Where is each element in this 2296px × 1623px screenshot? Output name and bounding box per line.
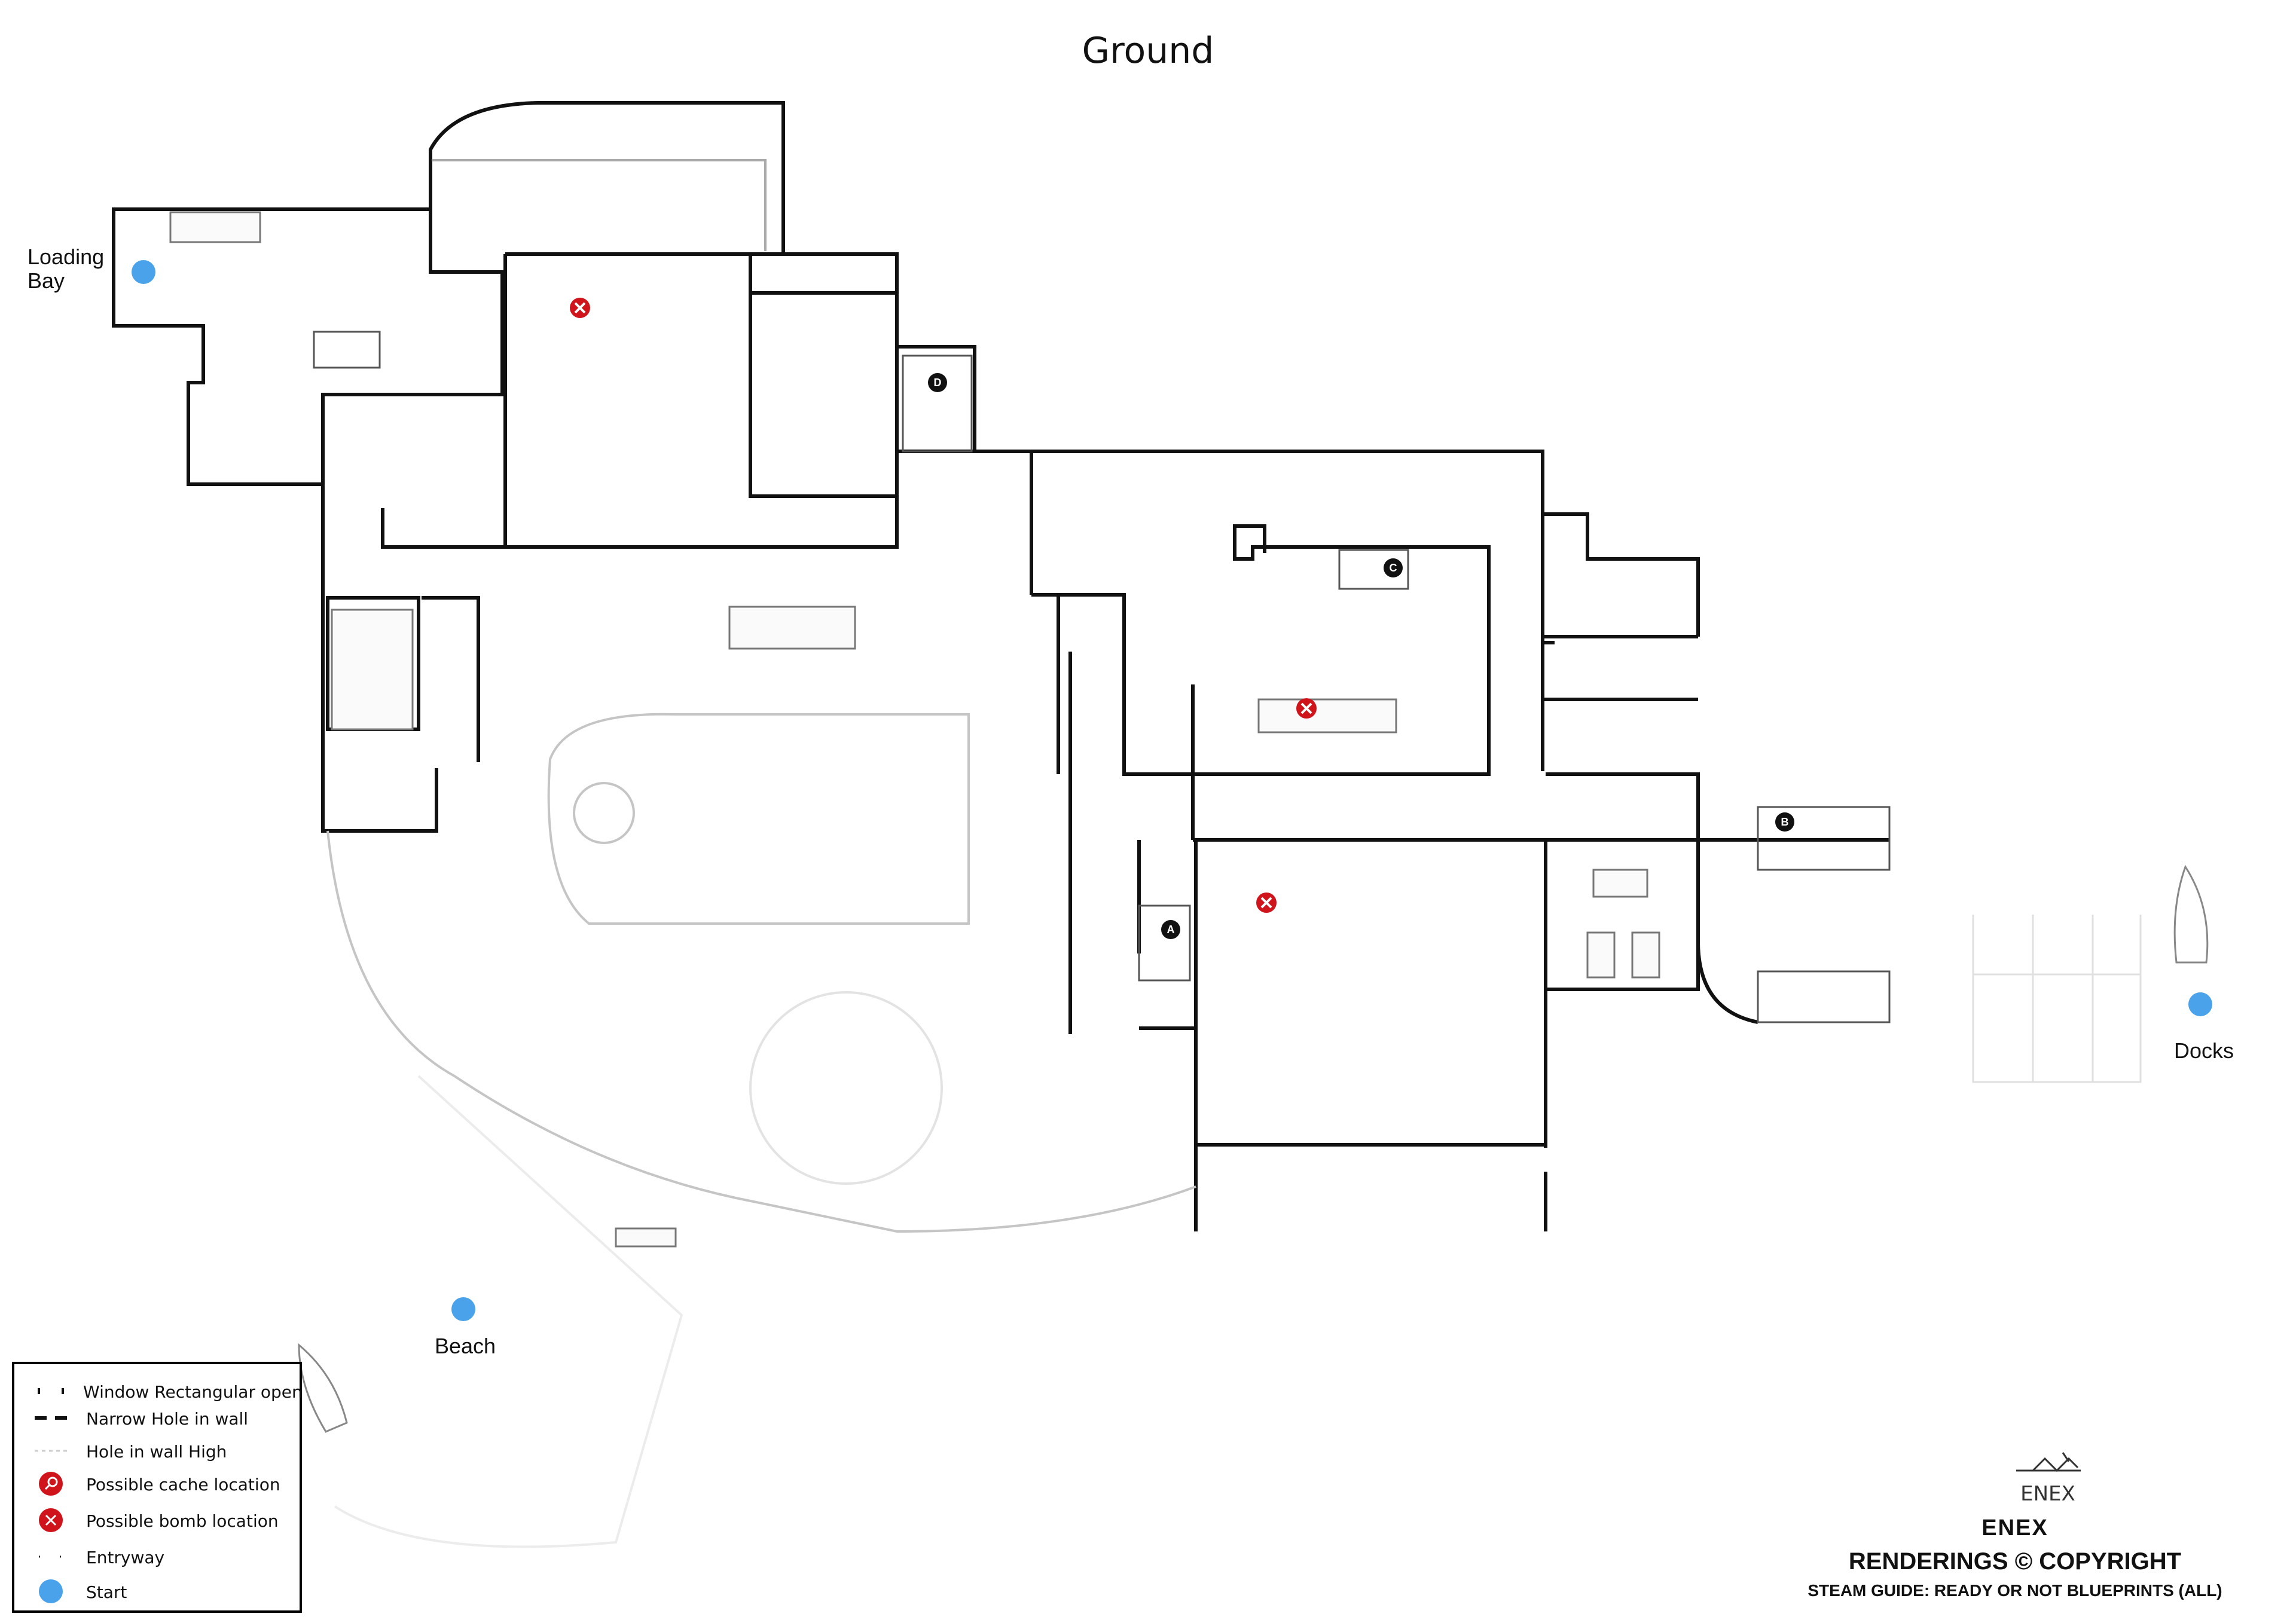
sofa bbox=[1257, 698, 1397, 733]
loading-bay-wall bbox=[112, 207, 504, 486]
stair-loading bbox=[313, 331, 381, 369]
legend-item: Possible cache location bbox=[14, 1469, 301, 1499]
stair-b bbox=[1757, 806, 1891, 871]
narrow-hole-icon bbox=[35, 1416, 67, 1420]
round-planter bbox=[573, 782, 635, 844]
legend-item: Window Rectangular open bbox=[14, 1376, 303, 1406]
label-loading-bay: Loading Bay bbox=[28, 244, 105, 293]
window-icon bbox=[38, 1388, 64, 1394]
entryway-icon bbox=[39, 1555, 61, 1558]
legend-item: Hole in wall High bbox=[14, 1436, 301, 1466]
west-corridor-wall bbox=[321, 484, 480, 833]
stair-letter-c: C bbox=[1390, 562, 1397, 574]
map-title: Ground bbox=[1082, 30, 1214, 72]
credit-copyright: RENDERINGS © COPYRIGHT bbox=[1848, 1548, 2182, 1575]
boardwalk bbox=[326, 830, 1196, 1233]
stair-d-wall bbox=[897, 345, 976, 453]
center-east-room bbox=[1057, 595, 1547, 1148]
pool-wall bbox=[1068, 652, 1196, 1034]
booth bbox=[331, 609, 414, 730]
table bbox=[1586, 931, 1616, 979]
north-annex-wall bbox=[429, 101, 785, 272]
bench bbox=[615, 1227, 677, 1248]
stair-letter-d: D bbox=[934, 377, 942, 389]
pool-outline bbox=[547, 713, 970, 925]
restroom-wall bbox=[749, 252, 899, 498]
stair-marker-c bbox=[1384, 558, 1403, 577]
legend-item: Narrow Hole in wall bbox=[14, 1403, 301, 1433]
table bbox=[1592, 869, 1648, 898]
stair-marker-b bbox=[1775, 812, 1794, 832]
cache-icon bbox=[39, 1472, 63, 1496]
legend-item: Entryway bbox=[14, 1542, 301, 1572]
boat-beach bbox=[298, 1343, 348, 1433]
east-wing-wall bbox=[1541, 451, 1700, 771]
bomb-icon bbox=[39, 1508, 63, 1532]
stair-dock bbox=[1757, 970, 1891, 1023]
legend-item: Possible bomb location bbox=[14, 1505, 301, 1535]
stair-letter-a: A bbox=[1167, 924, 1175, 936]
beach-boundary bbox=[334, 1075, 683, 1548]
boat-dock bbox=[2173, 864, 2209, 964]
credit-guide: STEAM GUIDE: READY OR NOT BLUEPRINTS (AL… bbox=[1808, 1581, 2222, 1600]
high-hole-icon bbox=[35, 1450, 67, 1452]
table bbox=[1631, 931, 1660, 979]
central-plaza-circle bbox=[749, 991, 943, 1185]
central-hall-wall bbox=[381, 252, 899, 549]
dock-wing-wall bbox=[1546, 772, 1889, 1024]
dock-planks bbox=[1972, 915, 2142, 1083]
start-icon bbox=[39, 1579, 63, 1603]
logo-text: ENEX bbox=[2020, 1482, 2075, 1506]
label-docks: Docks bbox=[2174, 1038, 2234, 1063]
stair-letter-b: B bbox=[1781, 816, 1789, 828]
start-marker-docks bbox=[2188, 992, 2212, 1016]
start-marker-beach bbox=[451, 1297, 475, 1321]
stair-marker-a bbox=[1161, 920, 1180, 939]
north-annex-glass bbox=[432, 159, 767, 251]
label-beach: Beach bbox=[435, 1334, 496, 1358]
counter bbox=[728, 606, 856, 650]
legend: Window Rectangular open Narrow Hole in w… bbox=[12, 1362, 303, 1613]
credit-brand: ENEX bbox=[1981, 1515, 2048, 1541]
stair-d bbox=[902, 354, 973, 453]
start-marker-loading-bay bbox=[132, 260, 155, 284]
stair-a bbox=[1138, 904, 1191, 982]
desk bbox=[169, 211, 261, 243]
stair-marker-d bbox=[928, 373, 947, 392]
lower-east-room bbox=[1194, 840, 1547, 1231]
stair-c bbox=[1338, 549, 1409, 590]
enex-logo-icon bbox=[2016, 1452, 2081, 1472]
legend-item: Start bbox=[14, 1576, 301, 1606]
